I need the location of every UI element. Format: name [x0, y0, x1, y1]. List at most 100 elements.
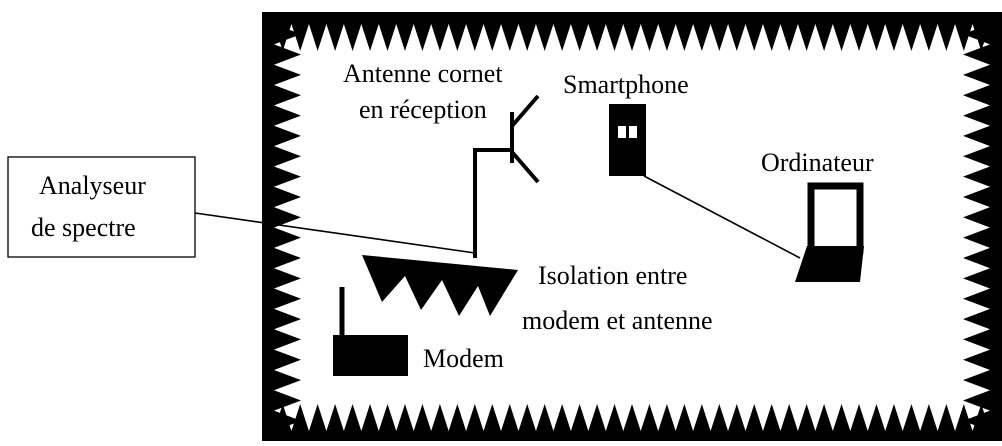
absorber-tooth [431, 404, 449, 431]
absorber-tooth [623, 404, 641, 431]
absorber-tooth [963, 268, 990, 289]
absorber-tooth [955, 24, 973, 51]
absorber-tooth [675, 24, 694, 51]
absorber-tooth [483, 404, 502, 431]
absorber-tooth [274, 85, 301, 106]
absorber-tooth [937, 24, 956, 51]
chamber-walls [262, 12, 1002, 441]
absorber-tooth [274, 24, 301, 45]
absorber-tooth [274, 207, 301, 228]
absorber-tooth [920, 404, 938, 431]
absorber-tooth [326, 24, 344, 51]
horn-antenna [473, 94, 540, 258]
smartphone-label: Smartphone [563, 70, 689, 99]
analyzer-box [7, 156, 196, 258]
absorber-tooth [885, 404, 903, 431]
absorber-tooth [274, 410, 301, 431]
absorber-tooth [274, 308, 301, 330]
absorber-tooth [762, 24, 781, 51]
absorber-tooth [274, 146, 301, 167]
absorber-tooth [710, 404, 729, 431]
absorber-tooth [535, 24, 554, 51]
absorber-tooth [274, 125, 301, 147]
absorber-tooth [274, 64, 301, 86]
absorber-tooth [605, 404, 624, 431]
absorber-tooth [963, 85, 990, 106]
absorber-tooth [963, 166, 990, 187]
absorber-tooth [274, 105, 301, 126]
absorber-tooth [850, 404, 868, 431]
absorber-tooth [291, 24, 309, 51]
absorber-tooth [963, 227, 990, 248]
absorber-tooth [955, 404, 973, 431]
absorber-tooth [326, 404, 344, 431]
absorber-tooth [396, 24, 414, 51]
absorber-tooth [448, 24, 467, 51]
absorber-tooth [518, 404, 536, 431]
absorber-teeth-right [963, 24, 990, 431]
absorber-tooth [553, 404, 571, 431]
absorber-tooth [274, 268, 301, 289]
absorber-tooth [902, 404, 921, 431]
absorber-tooth [745, 404, 763, 431]
laptop-base [795, 246, 864, 282]
absorber-tooth [308, 404, 327, 431]
antenna-cable [473, 148, 512, 258]
absorber-tooth [274, 288, 301, 309]
antenna-horn-lower [510, 150, 540, 184]
absorber-tooth [850, 24, 868, 51]
isolation-label-line1: Isolation entre [538, 261, 687, 290]
absorber-tooth [745, 24, 763, 51]
absorber-tooth [623, 24, 641, 51]
absorber-tooth [466, 24, 484, 51]
absorber-tooth [361, 24, 379, 51]
absorber-tooth [518, 24, 536, 51]
absorber-tooth [963, 369, 990, 391]
absorber-tooth [963, 410, 990, 431]
absorber-tooth [501, 24, 519, 51]
absorber-tooth [797, 24, 816, 51]
absorber-tooth [867, 24, 886, 51]
absorber-tooth [274, 247, 301, 269]
analyzer-connection-line [194, 212, 476, 254]
absorber-tooth [693, 24, 711, 51]
modem [333, 287, 408, 376]
antenna-label-line2: en réception [359, 95, 487, 124]
absorber-tooth [832, 404, 851, 431]
absorber-tooth [274, 186, 301, 208]
modem-body [333, 335, 408, 376]
absorber-tooth [867, 404, 886, 431]
laptop-screen [807, 182, 864, 254]
absorber-tooth [885, 24, 903, 51]
absorber-tooth [832, 24, 851, 51]
absorber-teeth-left [274, 24, 301, 431]
absorber-tooth [274, 166, 301, 187]
absorber-tooth [483, 24, 502, 51]
smartphone-body [609, 104, 646, 176]
absorber-tooth [963, 105, 990, 126]
absorber-tooth [797, 404, 816, 431]
absorber-tooth [815, 24, 833, 51]
absorber-tooth [963, 186, 990, 208]
absorber-tooth [378, 24, 397, 51]
absorber-tooth [963, 329, 990, 350]
smartphone-screen-left [618, 126, 626, 138]
absorber-tooth [535, 404, 554, 431]
absorber-tooth [937, 404, 956, 431]
smartphone [609, 104, 646, 176]
absorber-tooth [378, 404, 397, 431]
isolation-absorber [362, 255, 518, 316]
absorber-tooth [501, 404, 519, 431]
absorber-tooth [274, 329, 301, 350]
absorber-tooth [658, 24, 676, 51]
laptop-icon [795, 182, 864, 282]
absorber-tooth [640, 404, 659, 431]
absorber-tooth [675, 404, 694, 431]
absorber-tooth [274, 349, 301, 370]
absorber-tooth [963, 146, 990, 167]
absorber-tooth [343, 404, 362, 431]
absorber-tooth [640, 24, 659, 51]
absorber-tooth [728, 404, 746, 431]
absorber-tooth [413, 24, 432, 51]
absorber-tooth [274, 390, 301, 411]
